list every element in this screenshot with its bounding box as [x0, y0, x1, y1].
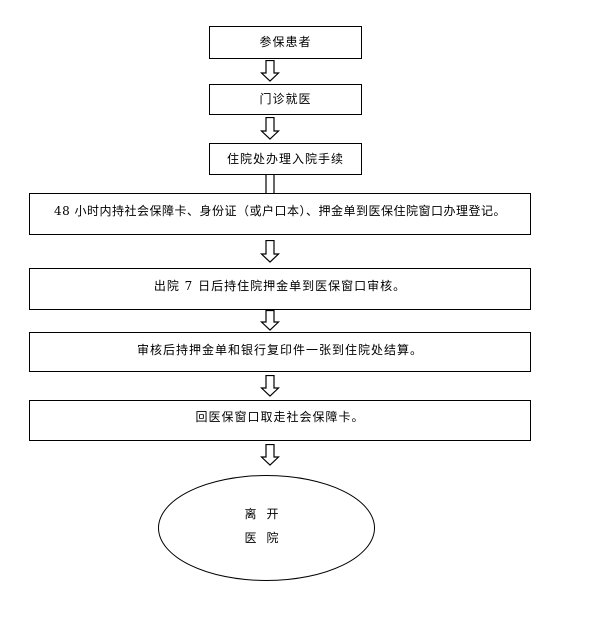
down-arrow-icon	[260, 310, 280, 331]
step-box-registration: 48 小时内持社会保障卡、身份证（或户口本）、押金单到医保住院窗口办理登记。	[29, 193, 531, 235]
down-arrow-icon	[260, 444, 280, 466]
step-box-review: 出院 7 日后持住院押金单到医保窗口审核。	[29, 268, 531, 310]
end-text-line1: 离开	[244, 507, 289, 521]
down-arrow-icon	[260, 375, 280, 397]
step-text: 出院 7 日后持住院押金单到医保窗口审核。	[153, 279, 407, 293]
end-ellipse-leave-hospital: 离开 医院	[158, 475, 375, 581]
step-text: 审核后持押金单和银行复印件一张到住院处结算。	[136, 343, 423, 357]
step-box-admission: 住院处办理入院手续	[209, 143, 362, 175]
step-box-settlement: 审核后持押金单和银行复印件一张到住院处结算。	[29, 332, 531, 372]
down-arrow-icon	[260, 240, 280, 263]
step-text: 48 小时内持社会保障卡、身份证（或户口本）、押金单到医保住院窗口办理登记。	[53, 204, 507, 218]
step-box-outpatient: 门诊就医	[209, 84, 362, 115]
step-text: 住院处办理入院手续	[226, 152, 344, 166]
step-text: 回医保窗口取走社会保障卡。	[195, 410, 365, 424]
step-box-collect-card: 回医保窗口取走社会保障卡。	[29, 400, 531, 441]
end-text-line2: 医院	[244, 531, 289, 545]
step-text: 门诊就医	[259, 92, 312, 106]
down-arrow-icon	[260, 117, 280, 140]
step-box-insured-patient: 参保患者	[209, 26, 362, 59]
down-arrow-icon	[260, 60, 280, 82]
down-arrow-icon	[265, 175, 275, 193]
step-text: 参保患者	[259, 35, 312, 49]
